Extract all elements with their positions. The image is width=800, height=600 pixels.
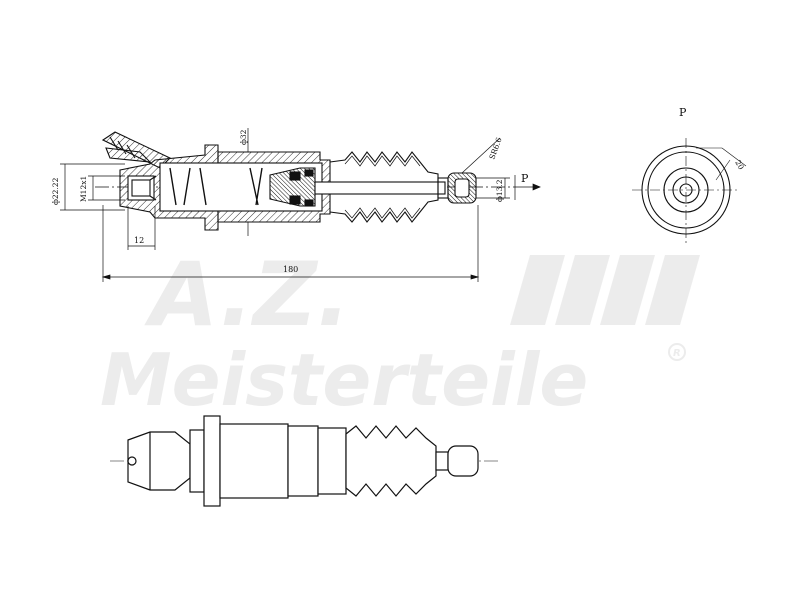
inlet-fitting <box>101 131 171 169</box>
watermark-stripes <box>510 255 700 325</box>
section-view <box>60 128 541 282</box>
push-rod <box>314 181 446 195</box>
rod-end-sphere <box>437 172 477 204</box>
external-view <box>110 415 500 507</box>
watermark-monogram: A.Z. <box>144 243 350 346</box>
dimension-lines <box>60 128 541 282</box>
end-view-label: P <box>679 106 687 119</box>
cylinder-body <box>159 151 331 223</box>
dim-outer-diameter: ф22.22 <box>51 177 60 205</box>
dim-sphere: SR6.6 <box>487 136 503 161</box>
end-view <box>632 138 747 245</box>
registered-mark <box>668 343 686 361</box>
dim-overall-length: 180 <box>283 265 298 274</box>
registered-letter: R <box>673 348 681 359</box>
dim-thread: M12x1 <box>79 176 88 202</box>
section-arrow-label: P <box>521 172 529 185</box>
watermark-brand: Meisterteile <box>100 338 588 422</box>
dim-rod-diameter: ф13.2 <box>495 179 504 202</box>
dim-thread-length: 12 <box>134 236 144 245</box>
dim-body-diameter: ф32 <box>239 129 248 145</box>
dim-end-width: 20 <box>733 159 746 172</box>
watermark-logo: A.Z. Meisterteile R <box>100 243 700 422</box>
